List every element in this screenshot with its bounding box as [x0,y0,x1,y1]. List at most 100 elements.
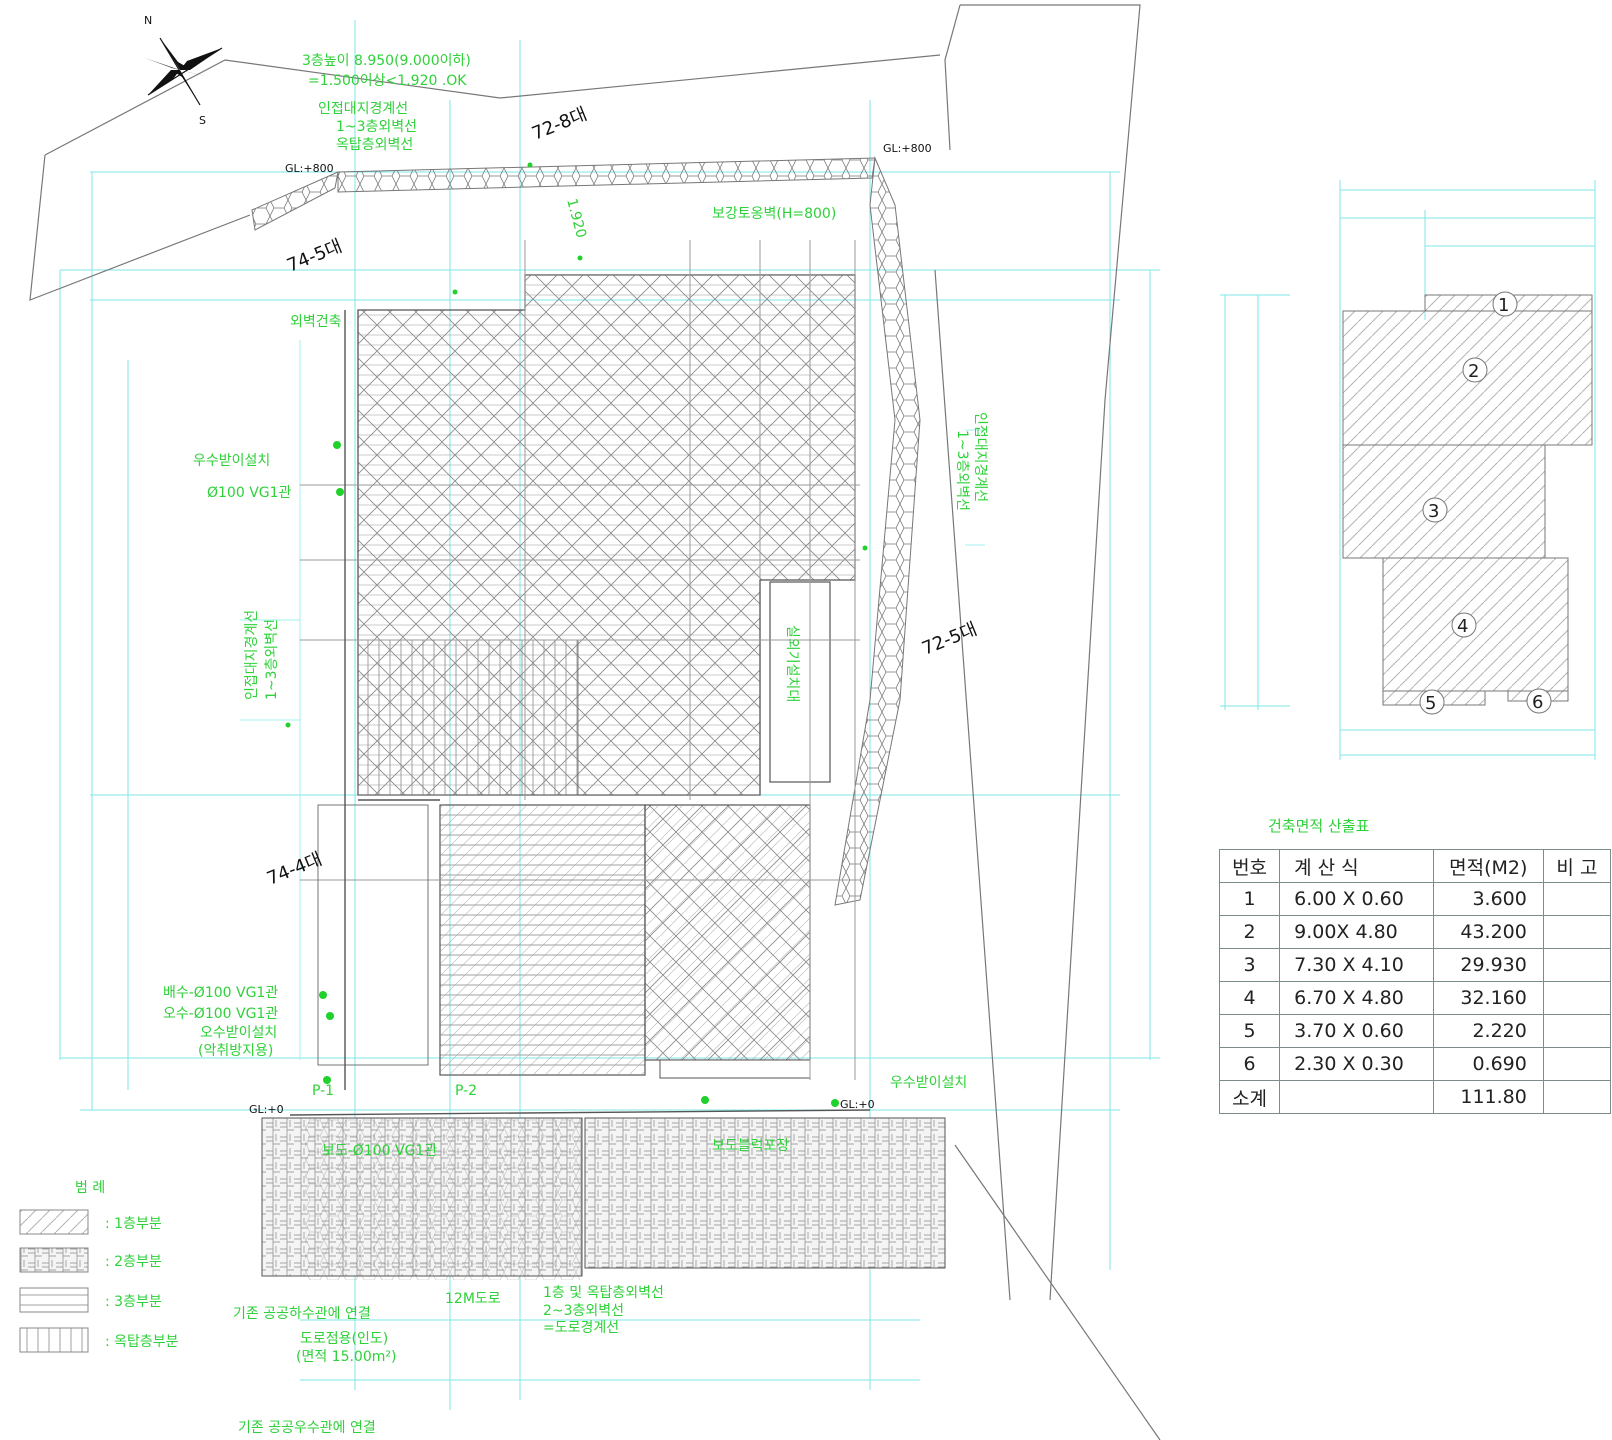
boundary-note-2: 1~3층외벽선 [336,119,417,135]
table-row: 5 3.70 X 0.60 2.220 [1218,1014,1612,1048]
boundary-note-1: 인접대지경계선 [318,101,408,117]
parcel-72-8: 72-8대 [529,104,590,145]
parcel-72-5: 72-5대 [919,619,980,660]
row-no: 4 [1218,981,1281,1015]
row-area: 43.200 [1432,915,1544,949]
table-header-row: 번호 계 산 식 면적(M2) 비 고 [1218,849,1612,883]
row-area: 32.160 [1432,981,1544,1015]
svg-text:2: 2 [1468,361,1479,382]
table-row: 6 2.30 X 0.30 0.690 [1218,1047,1612,1081]
drain-4: (악취방지용) [198,1043,273,1059]
road-paving [261,1109,946,1280]
row-formula: 6.00 X 0.60 [1279,882,1434,916]
area-calculation-table: 번호 계 산 식 면적(M2) 비 고 1 6.00 X 0.60 3.600 … [1218,849,1612,1114]
road-sidewalk-2: (면적 15.00m²) [296,1349,396,1365]
key-marker-6: 6 [1526,688,1552,714]
subtotal-note [1542,1080,1612,1114]
boundary-note-3: 옥탑층외벽선 [336,137,413,153]
table-row: 4 6.70 X 4.80 32.160 [1218,981,1612,1015]
row-area: 29.930 [1432,948,1544,982]
legend-title: 범 례 [75,1180,105,1196]
road-line-1: 1층 및 옥탑층외벽선 [543,1285,664,1301]
row-note [1542,1047,1612,1081]
row-no: 5 [1218,1014,1281,1048]
legend-item-2: : 2층부분 [105,1254,162,1270]
header-note: 비 고 [1542,849,1612,883]
row-no: 2 [1218,915,1281,949]
north-label: N [144,14,152,27]
road-line-3: =도로경계선 [543,1320,619,1336]
table-subtotal-row: 소계 111.80 [1218,1080,1612,1114]
key-marker-2: 2 [1462,357,1488,383]
header-formula: 계 산 식 [1279,849,1434,883]
south-label: S [199,114,206,127]
retaining-wall [251,156,921,906]
key-marker-1: 1 [1492,291,1518,317]
svg-text:3: 3 [1428,501,1439,522]
road-12m: 12M도로 [445,1291,501,1307]
p2-label: P-2 [455,1083,477,1099]
table-row: 1 6.00 X 0.60 3.600 [1218,882,1612,916]
key-marker-3: 3 [1422,497,1448,523]
key-marker-5: 5 [1419,689,1445,715]
header-no: 번호 [1218,849,1281,883]
drain-1: 배수-Ø100 VG1관 [163,985,278,1001]
road-label-right: 보도블럭포장 [712,1138,789,1154]
row-area: 3.600 [1432,882,1544,916]
right-vertical-2: 1~3층외벽선 [954,430,970,511]
road-label-left: 보도-Ø100 VG1관 [322,1143,437,1159]
subtotal-label: 소계 [1218,1080,1281,1114]
table-row: 3 7.30 X 4.10 29.930 [1218,948,1612,982]
parcel-74-4: 74-4대 [264,849,325,890]
rain-pit-right: 우수받이설치 [890,1075,967,1091]
row-note [1542,882,1612,916]
road-sidewalk-1: 도로점용(인도) [300,1331,388,1347]
road-line-2: 2~3층외벽선 [543,1303,624,1319]
gl-bottom-left: GL:+0 [249,1103,284,1116]
row-note [1542,915,1612,949]
rain-pit-label: 우수받이설치 [193,453,270,469]
right-vertical-1: 인접대지경계선 [972,412,988,502]
svg-text:5: 5 [1425,693,1436,714]
height-note-2: =1.500이상<1.920 .OK [308,73,467,89]
header-area: 면적(M2) [1432,849,1544,883]
legend-item-4: : 옥탑층부분 [105,1334,179,1350]
dim-1920: 1.920 [563,197,589,240]
svg-text:6: 6 [1532,692,1543,713]
left-vertical-2: 1~3층외벽선 [264,619,280,700]
row-note [1542,948,1612,982]
drain-points [285,162,868,1107]
sewer-connect: 기존 공공하수관에 연결 [233,1306,371,1322]
rain-connect: 기존 공공우수관에 연결 [238,1420,376,1436]
gl-top-left: GL:+800 [285,162,334,175]
retaining-wall-label: 보강토옹벽(H=800) [712,206,836,222]
subtotal-formula [1279,1080,1434,1114]
row-formula: 7.30 X 4.10 [1279,948,1434,982]
svg-text:4: 4 [1457,616,1468,637]
key-plan: 1 2 3 4 5 6 [1220,180,1596,760]
row-formula: 9.00X 4.80 [1279,915,1434,949]
height-note-1: 3층높이 8.950(9.000이하) [302,53,471,69]
vg-pipe-label: Ø100 VG1관 [207,485,292,501]
building-footprint [300,240,860,1090]
area-table-title: 건축면적 산출표 [1268,817,1370,835]
annotations: 3층높이 8.950(9.000이하) =1.500이상<1.920 .OK 인… [163,53,988,1436]
p1-label: P-1 [312,1083,334,1099]
site-boundary [29,4,1161,1440]
row-formula: 3.70 X 0.60 [1279,1014,1434,1048]
row-formula: 6.70 X 4.80 [1279,981,1434,1015]
north-arrow-icon: N S [144,14,223,127]
ground-levels: GL:+800 GL:+800 GL:+0 GL:+0 [249,142,932,1116]
gl-bottom-right: GL:+0 [840,1098,875,1111]
legend-item-1: : 1층부분 [105,1216,162,1232]
legend-item-3: : 3층부분 [105,1294,162,1310]
svg-text:1: 1 [1498,295,1509,316]
left-vertical-1: 인접대지경계선 [244,610,260,700]
row-no: 6 [1218,1047,1281,1081]
drain-3: 오수받이설치 [200,1025,277,1041]
row-area: 0.690 [1432,1047,1544,1081]
legend: 범 례 : 1층부분 : 2층부분 : 3층부분 : 옥탑층부분 [19,1180,179,1353]
row-no: 3 [1218,948,1281,982]
outer-wall-label: 외벽건축 [290,314,342,330]
